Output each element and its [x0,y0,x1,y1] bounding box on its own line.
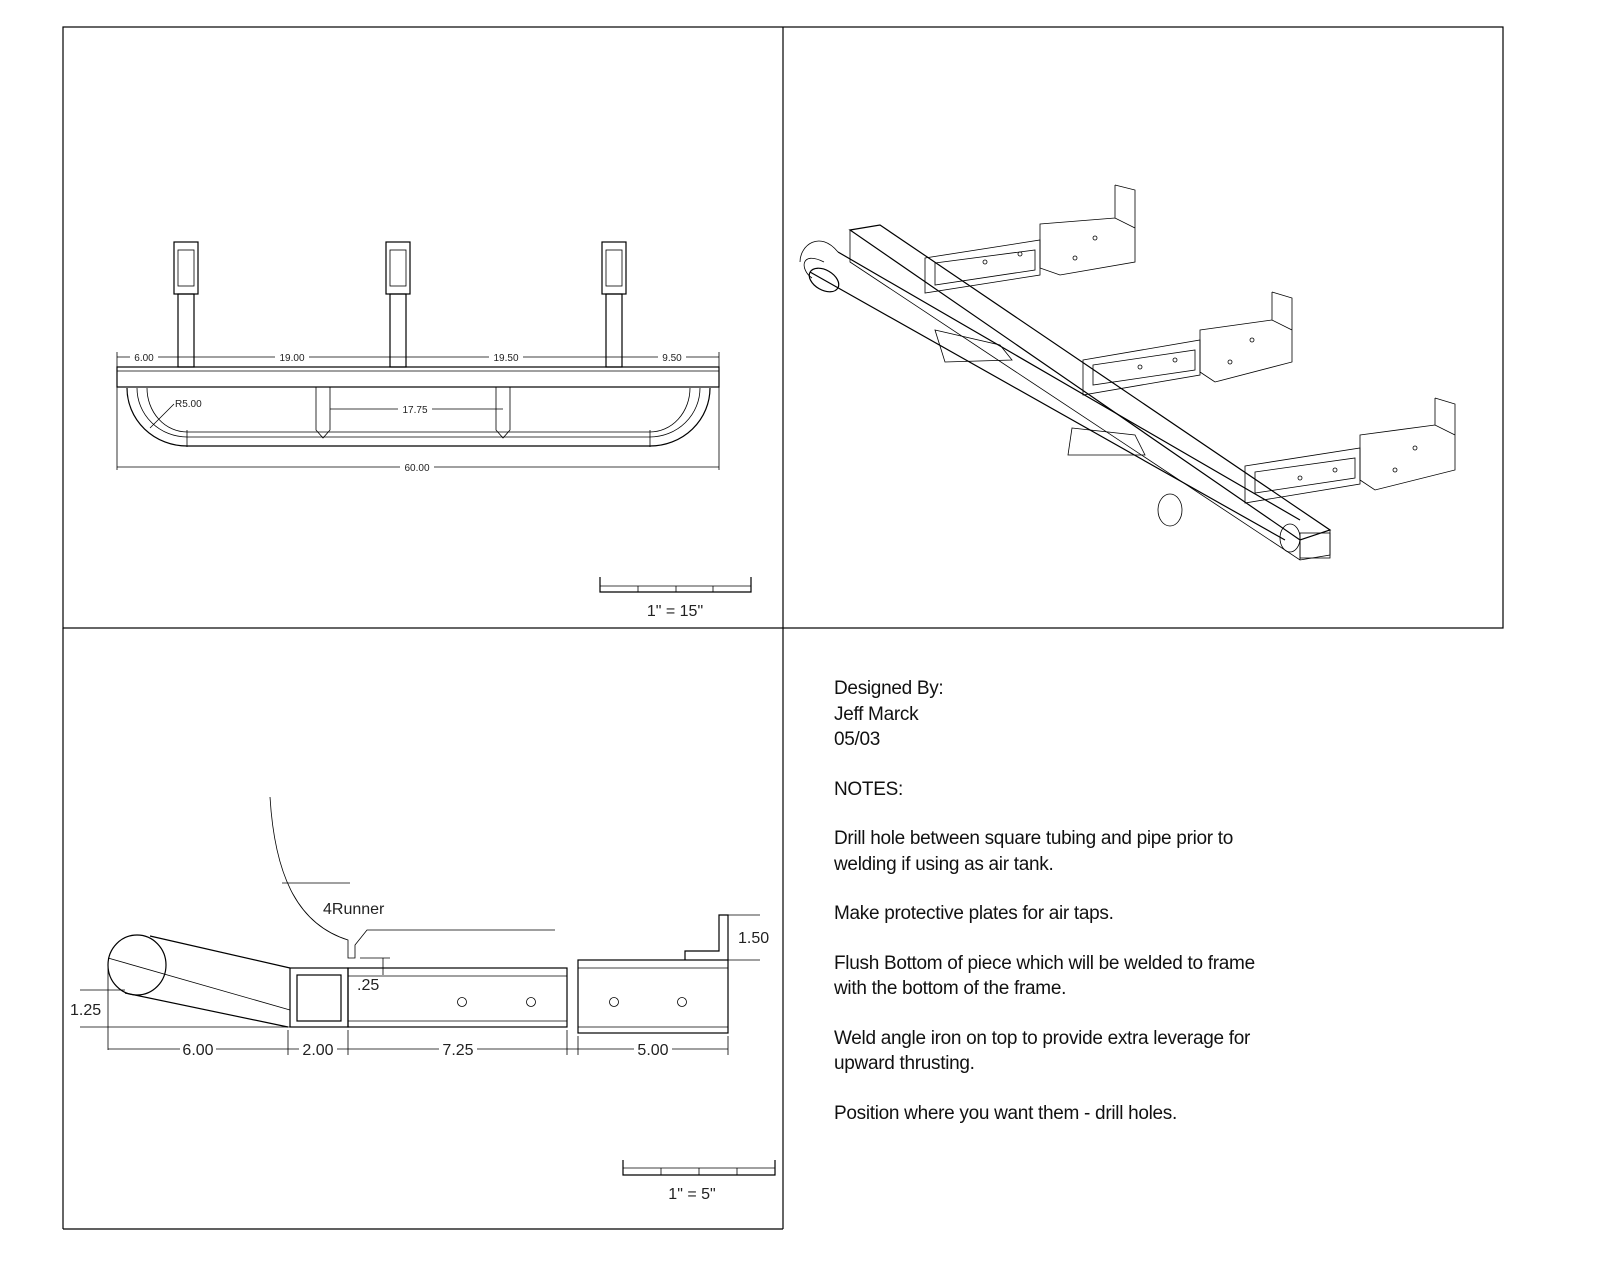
dim-60: 60.00 [404,463,429,474]
dim-17-75: 17.75 [402,405,427,416]
dim-2-00: 2.00 [302,1042,333,1059]
scale-label-bottom: 1" = 5" [668,1186,715,1203]
designed-by-label: Designed By: [834,678,944,699]
bracket [173,241,199,368]
dim-5-00: 5.00 [637,1042,668,1059]
arm [924,184,1136,294]
dim-radius: R5.00 [175,399,202,410]
arm [1244,397,1456,504]
note-line: upward thrusting. [834,1053,975,1074]
dim-1-25: 1.25 [70,1002,101,1019]
dim-19-5: 19.50 [493,353,518,364]
note-line: Make protective plates for air taps. [834,903,1114,924]
dim-1-50: 1.50 [738,930,769,947]
note-line: Position where you want them - drill hol… [834,1102,1177,1124]
dim-7-25: 7.25 [442,1042,473,1059]
scale-bar-top: 1" = 15" [599,577,752,620]
note-line: Drill hole between square tubing and pip… [834,828,1234,849]
dim-6-00: 6.00 [182,1042,213,1059]
scale-bar-bottom: 1" = 5" [622,1160,776,1203]
note-line: with the bottom of the frame. [834,978,1067,999]
dim-0-25: .25 [357,977,379,994]
arm [1082,291,1293,396]
designer-name: Jeff Marck [834,703,919,725]
vehicle-label: 4Runner [323,901,385,918]
note-line: Flush Bottom of piece which will be weld… [834,952,1255,974]
note-line: welding if using as air tank. [834,853,1054,875]
sheet-frame [62,26,1504,1230]
dim-9-5: 9.50 [662,353,682,364]
side-view-drawing: 4Runner 1.50 .25 1.25 6.00 2.00 7.25 5.0… [70,796,769,1059]
isometric-view-drawing [799,184,1456,561]
dim-6: 6.00 [134,353,154,364]
scale-label-top: 1" = 15" [647,603,703,620]
bracket [385,241,411,368]
dim-19: 19.00 [279,353,304,364]
note-line: Weld angle iron on top to provide extra … [834,1027,1251,1049]
notes-block: Designed By: Jeff Marck 05/03 NOTES: Dri… [834,676,1255,1126]
design-date: 05/03 [834,729,881,750]
top-view-drawing: 6.00 19.00 19.50 9.50 R5.00 17.75 60.00 [116,241,720,474]
bracket [601,241,627,368]
notes-heading: NOTES: [834,778,903,800]
